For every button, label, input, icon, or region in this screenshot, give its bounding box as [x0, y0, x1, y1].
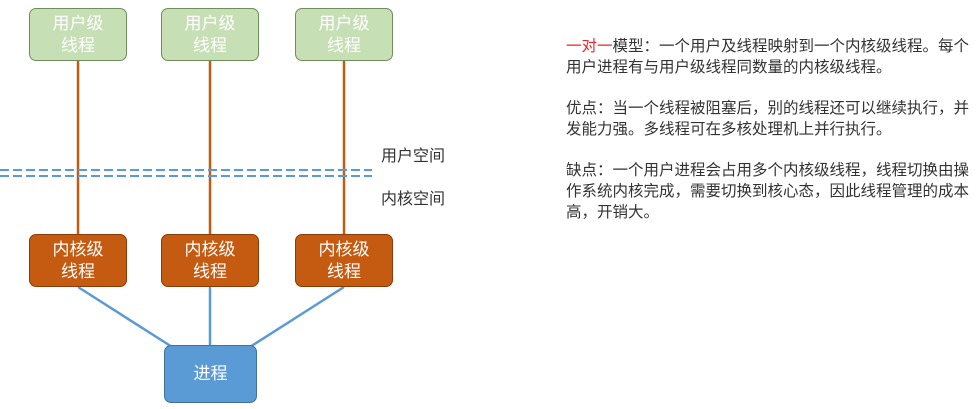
process-node: 进程 — [164, 345, 257, 403]
model-paragraph: 一对一模型：一个用户及线程映射到一个内核级线程。每个用户进程有与用户级线程同数量… — [566, 36, 974, 78]
advantages-paragraph: 优点：当一个线程被阻塞后，别的线程还可以继续执行，并发能力强。多线程可在多核处理… — [566, 99, 970, 138]
user-thread-node-3: 用户级 线程 — [295, 8, 393, 61]
user-space-label: 用户空间 — [381, 146, 446, 165]
model-highlight: 一对一 — [566, 37, 613, 55]
disadvantages-paragraph: 缺点：一个用户进程会占用多个内核级线程，线程切换由操作系统内核完成，需要切换到核… — [566, 161, 970, 221]
link-kernel-process-1 — [77, 285, 181, 354]
kernel-thread-node-1: 内核级 线程 — [29, 234, 127, 287]
link-kernel-process-3 — [241, 285, 345, 354]
kernel-thread-node-3: 内核级 线程 — [295, 234, 393, 287]
user-thread-node-1: 用户级 线程 — [29, 8, 127, 61]
kernel-space-label: 内核空间 — [381, 189, 446, 208]
kernel-thread-node-2: 内核级 线程 — [161, 234, 259, 287]
diagram-connectors — [0, 61, 372, 354]
description-panel: 一对一模型：一个用户及线程映射到一个内核级线程。每个用户进程有与用户级线程同数量… — [566, 36, 974, 243]
model-text: 模型：一个用户及线程映射到一个内核级线程。每个用户进程有与用户级线程同数量的内核… — [566, 37, 970, 76]
user-thread-node-2: 用户级 线程 — [161, 8, 259, 61]
